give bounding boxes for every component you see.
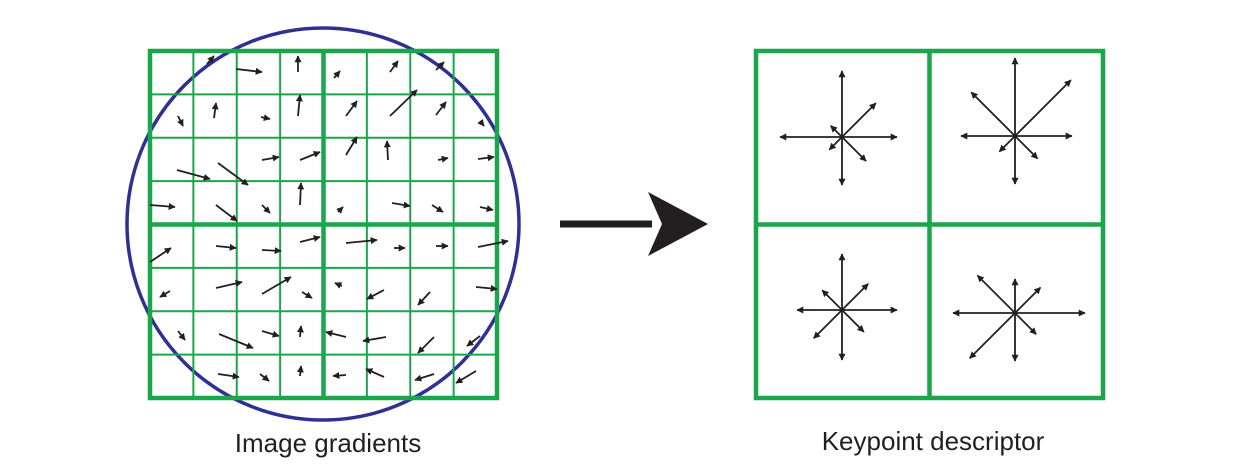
gradient-arrow <box>477 118 485 127</box>
gradient-arrow <box>365 368 385 378</box>
gradient-arrow <box>333 70 341 79</box>
histogram-bin-arrow <box>1014 79 1072 137</box>
left-caption: Image gradients <box>235 428 421 458</box>
gradient-arrow <box>325 330 347 338</box>
gradient-arrow <box>414 373 435 382</box>
gradient-arrow <box>206 55 215 65</box>
gradient-arrow <box>366 289 385 300</box>
histogram-bin-arrow <box>841 309 865 333</box>
gradient-arrow <box>261 247 282 255</box>
gradient-arrow <box>296 325 304 338</box>
orientation-histograms <box>779 57 1086 362</box>
histogram-bin-arrow <box>841 136 867 162</box>
gradient-arrow <box>466 335 481 347</box>
gradient-arrow <box>261 204 271 214</box>
gradient-arrow <box>299 151 321 161</box>
gradient-arrow <box>217 372 240 380</box>
gradient-arrow <box>389 60 399 73</box>
histogram-bin-arrow <box>969 312 1016 359</box>
orientation-histogram-1 <box>779 70 898 186</box>
gradient-arrow <box>362 336 387 344</box>
gradient-arrow <box>215 204 238 222</box>
gradient-arrow <box>383 140 391 161</box>
histogram-bin-arrow <box>841 283 869 311</box>
gradient-arrow <box>261 154 280 162</box>
histogram-bin-arrow <box>821 289 843 311</box>
gradient-arrow <box>417 291 431 306</box>
keypoint-descriptor-panel <box>753 48 1106 401</box>
gradient-arrow <box>297 182 305 206</box>
gradient-arrow <box>159 290 171 298</box>
gradient-arrow <box>435 61 445 71</box>
gradient-arrow <box>345 100 358 117</box>
gradient-arrow <box>301 291 313 299</box>
gradient-arrow <box>217 162 249 186</box>
gradient-arrow <box>435 101 447 116</box>
gradient-arrow <box>218 333 254 349</box>
gradient-arrow <box>259 373 270 382</box>
gaussian-window-circle <box>125 26 521 422</box>
gradient-arrow <box>477 154 495 162</box>
gradient-arrows <box>149 55 509 384</box>
histogram-bin-arrow <box>1014 135 1039 160</box>
gradient-arrow <box>296 365 304 377</box>
histogram-bin-arrow <box>1014 312 1037 335</box>
gradient-arrow <box>389 89 418 117</box>
gradient-arrow <box>211 102 219 119</box>
gradient-arrow <box>176 169 211 181</box>
histogram-bin-arrow <box>813 309 843 339</box>
gradient-arrow <box>177 115 184 127</box>
gradient-arrow <box>345 237 378 245</box>
gradient-arrow <box>149 203 176 210</box>
gradient-arrow <box>336 206 344 214</box>
gradient-arrow <box>455 370 477 384</box>
histogram-bin-arrow <box>970 91 1016 137</box>
gradient-arrow <box>391 201 411 209</box>
gradient-arrow <box>260 114 271 122</box>
gradient-arrow <box>295 94 303 117</box>
gradient-arrow <box>431 204 444 213</box>
image-gradients-panel <box>125 26 521 422</box>
subregion-grid-lines <box>147 48 500 401</box>
gradient-arrow <box>299 235 321 243</box>
gradient-arrow <box>332 372 347 380</box>
histogram-bin-arrow <box>976 274 1016 314</box>
histogram-bin-arrow <box>830 125 843 138</box>
histogram-bin-arrow <box>998 135 1016 153</box>
gradient-arrow <box>479 205 494 212</box>
histogram-bin-arrow <box>841 102 877 138</box>
right-caption: Keypoint descriptor <box>822 426 1045 456</box>
gradient-arrow <box>215 243 237 251</box>
gradient-arrow <box>215 280 243 289</box>
gradient-arrow <box>334 282 343 289</box>
gradient-arrow <box>149 247 172 263</box>
gradient-arrow <box>261 276 292 295</box>
gradient-arrow <box>477 238 509 248</box>
histogram-bin-arrow <box>828 136 843 151</box>
gradient-arrow <box>417 336 435 354</box>
gradient-arrow <box>177 330 186 341</box>
orientation-histogram-2 <box>960 57 1073 185</box>
gradient-arrow <box>475 284 498 292</box>
transform-arrow <box>560 192 708 256</box>
orientation-histogram-4 <box>952 274 1086 362</box>
histogram-bin-arrow <box>1014 286 1042 314</box>
orientation-histogram-3 <box>796 253 898 361</box>
descriptor-grid-lines <box>753 48 1106 401</box>
gradient-arrow <box>235 67 263 75</box>
gradient-arrow <box>261 330 280 338</box>
gradient-arrow <box>345 136 358 156</box>
gradient-arrow <box>437 155 449 163</box>
